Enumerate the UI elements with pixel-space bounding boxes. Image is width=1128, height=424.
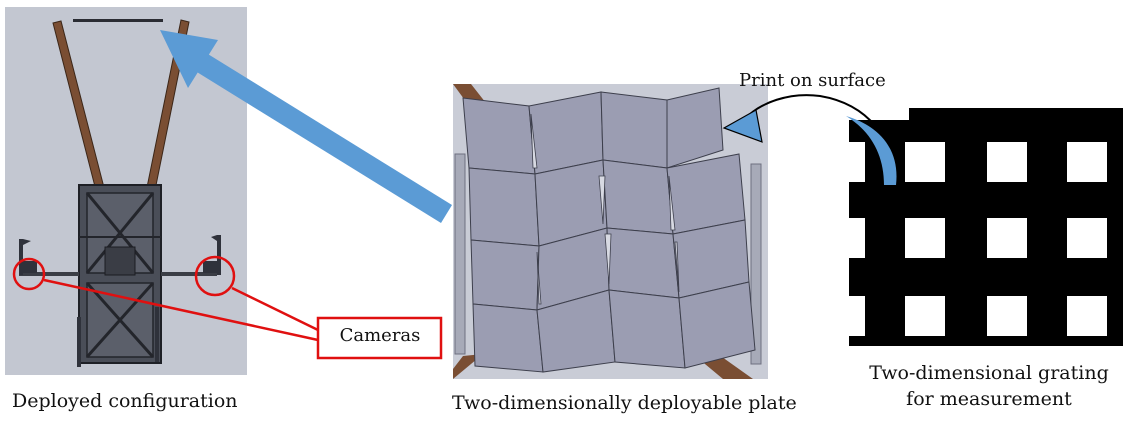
grating-caption-line2: for measurement bbox=[906, 388, 1072, 410]
print-on-surface-label: Print on surface bbox=[739, 70, 886, 91]
grating-hole bbox=[905, 142, 945, 182]
grating-image bbox=[849, 108, 1123, 346]
grating-hole bbox=[987, 296, 1027, 336]
grating-hole bbox=[849, 218, 865, 258]
deployable-plate-caption: Two-dimensionally deployable plate bbox=[452, 392, 797, 414]
grating-hole bbox=[849, 296, 865, 336]
grating-hole bbox=[987, 218, 1027, 258]
grating-hole bbox=[987, 142, 1027, 182]
grating-holes bbox=[849, 142, 1107, 336]
deployed-configuration-caption: Deployed configuration bbox=[12, 390, 238, 412]
cameras-callout bbox=[12, 255, 443, 360]
camera-left-circle bbox=[12, 257, 46, 291]
print-arrow bbox=[722, 94, 897, 186]
cameras-box bbox=[316, 316, 443, 360]
grating-hole bbox=[849, 142, 865, 182]
deployable-plate-image bbox=[453, 84, 768, 379]
grating-caption-line1: Two-dimensional grating bbox=[869, 362, 1109, 384]
cameras-label: Cameras bbox=[339, 325, 421, 346]
grating-hole bbox=[905, 296, 945, 336]
grating-hole bbox=[1067, 218, 1107, 258]
camera-right-circle bbox=[194, 255, 236, 297]
camera-left-leader bbox=[43, 278, 319, 342]
camera-right-leader bbox=[231, 286, 319, 332]
grating-hole bbox=[1067, 296, 1107, 336]
grating-hole bbox=[905, 218, 945, 258]
grating-hole bbox=[1067, 142, 1107, 182]
deploy-arrow bbox=[160, 30, 452, 223]
